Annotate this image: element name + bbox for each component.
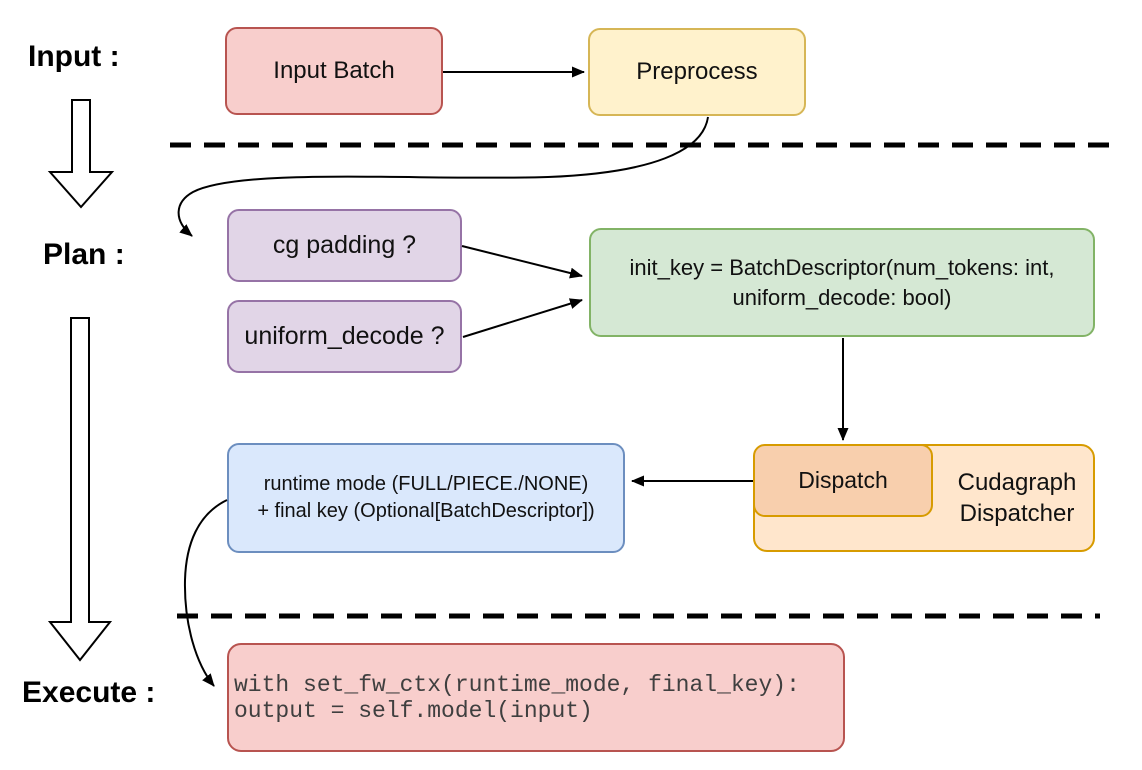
hollow-arrow-plan-to-execute-icon [47,317,113,662]
node-cg-padding-label: cg padding ? [272,230,417,259]
node-dispatch: Dispatch [753,444,933,517]
node-runtime-mode-line1: runtime mode (FULL/PIECE./NONE) [263,473,589,495]
node-uniform-decode: uniform_decode ? [227,300,462,373]
node-dispatch-label: Dispatch [798,467,888,494]
node-input-batch: Input Batch [225,27,443,115]
node-init-key: init_key = BatchDescriptor(num_tokens: i… [589,228,1095,337]
arrow-uniform-decode-to-init-key [462,298,583,338]
node-uniform-decode-label: uniform_decode ? [244,321,445,350]
arrow-cg-padding-to-init-key [461,245,583,279]
node-cg-padding: cg padding ? [227,209,462,282]
node-input-batch-label: Input Batch [273,57,395,84]
execute-code-line1: with set_fw_ctx(runtime_mode, final_key)… [234,671,800,698]
node-init-key-line1: init_key = BatchDescriptor(num_tokens: i… [629,254,1055,280]
cudagraph-label-line1: Cudagraph [957,469,1077,496]
node-preprocess: Preprocess [588,28,806,116]
stage-label-plan: Plan : [43,238,125,271]
node-runtime-mode: runtime mode (FULL/PIECE./NONE) + final … [227,443,625,553]
stage-label-input: Input : [28,40,120,73]
node-cudagraph-dispatcher-label: Cudagraph Dispatcher [937,446,1097,550]
stage-label-execute: Execute : [22,676,156,709]
node-runtime-mode-line2: + final key (Optional[BatchDescriptor]) [257,500,595,522]
cudagraph-label-line2: Dispatcher [959,500,1075,527]
node-execute-code: with set_fw_ctx(runtime_mode, final_key)… [227,643,845,752]
arrow-runtime-mode-to-execute-code [183,499,228,687]
hollow-arrow-input-to-plan-icon [47,99,115,209]
node-init-key-line2: uniform_decode: bool) [732,284,952,310]
node-preprocess-label: Preprocess [636,58,758,85]
execute-code-line2: output = self.model(input) [234,697,593,724]
